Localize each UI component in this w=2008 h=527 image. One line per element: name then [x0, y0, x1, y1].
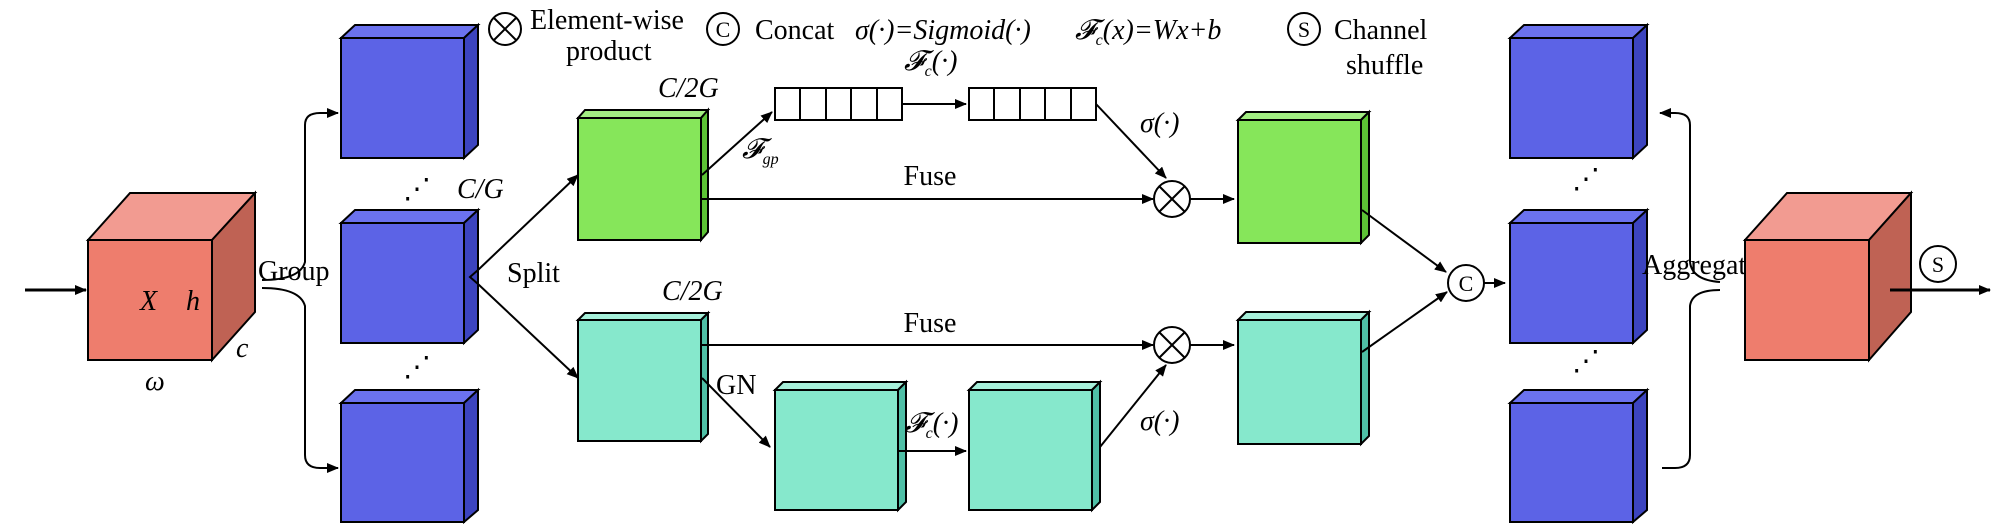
- channel-vector-2: [968, 87, 1097, 121]
- shuffle-legend-label-1: Channel: [1334, 15, 1428, 46]
- output-tensor-cube: [1742, 190, 1914, 363]
- concat-legend-symbol: C: [716, 17, 731, 42]
- channel-vector-1: [774, 87, 903, 121]
- input-w-label: ω: [145, 366, 165, 397]
- split-label: Split: [507, 258, 560, 289]
- fc-def-sub: c: [1096, 32, 1103, 49]
- group-cube-top: [338, 22, 481, 161]
- split-connector: [468, 269, 479, 285]
- split-arrow-bottom: [477, 283, 579, 379]
- gn-teal-cube: [772, 379, 909, 513]
- bottom-product-node: [1153, 326, 1191, 364]
- top-green-cube: [575, 107, 711, 243]
- shuffle-node: S: [1919, 245, 1957, 283]
- concat-legend-label: Concat: [755, 15, 835, 46]
- bottom-sigma-label: σ(·): [1140, 406, 1179, 437]
- fgp-label: 𝓕gp: [742, 134, 779, 168]
- sigmoid-arrow-top: [1095, 103, 1167, 179]
- concat-node: C: [1447, 264, 1485, 302]
- concat-legend-icon: C: [706, 12, 740, 46]
- shuffle-legend-symbol: S: [1298, 17, 1310, 42]
- group-dots-top: ⋰: [403, 174, 431, 205]
- input-c-label: c: [236, 333, 249, 364]
- group-dims-label: C/G: [457, 174, 504, 205]
- bottom-fuse-label: Fuse: [904, 308, 957, 339]
- top-sigma-label: σ(·): [1140, 108, 1179, 139]
- shuffle-legend-icon: S: [1287, 12, 1321, 46]
- aggregate-cube-top: [1507, 22, 1650, 161]
- aggregate-cube-middle: [1507, 207, 1650, 346]
- group-brace: [261, 112, 335, 469]
- bottom-teal-cube: [575, 310, 711, 444]
- bottom-fc-sub: c: [926, 425, 933, 442]
- aggregate-dots-bottom: ⋰: [1572, 346, 1600, 377]
- bottom-output-teal-cube: [1235, 309, 1372, 447]
- input-tensor-cube: X h: [85, 190, 258, 363]
- concat-node-symbol: C: [1459, 271, 1474, 296]
- group-label: Group: [258, 256, 330, 287]
- top-output-green-cube: [1235, 109, 1372, 246]
- legend: Element-wise product C Concat σ(·)=Sigmo…: [488, 5, 1428, 81]
- top-fc-arg: (·): [932, 46, 958, 77]
- bottom-dims-label: C/2G: [662, 276, 723, 307]
- aggregate-brace: [1662, 112, 1721, 469]
- input-h-label: h: [186, 286, 200, 317]
- split-arrow-top: [477, 174, 579, 271]
- teal-to-concat-arrow: [1361, 291, 1448, 353]
- bottom-fc-arg: (·): [933, 408, 959, 439]
- group-dots-bottom: ⋰: [403, 352, 431, 383]
- input-x-label: X: [139, 286, 158, 317]
- gn-arrow: [701, 377, 771, 448]
- product-legend-icon: [488, 12, 522, 46]
- sigmoid-arrow-bottom: [1099, 364, 1167, 448]
- fgp-arrow: [701, 111, 773, 176]
- shuffle-node-symbol: S: [1932, 252, 1944, 277]
- top-product-node: [1153, 180, 1191, 218]
- group-cube-bottom: [338, 387, 481, 525]
- green-to-concat-arrow: [1361, 209, 1447, 273]
- aggregate-cube-bottom: [1507, 387, 1650, 525]
- group-cube-middle: [338, 207, 481, 346]
- top-fc-sub: c: [925, 63, 932, 80]
- top-fc-label: 𝓕c(·): [904, 46, 957, 80]
- bottom-fc-label: 𝓕c(·): [905, 408, 958, 442]
- fc-definition: 𝓕c(x)=Wx+b: [1075, 15, 1221, 49]
- fc-def-rhs: (x)=Wx+b: [1103, 15, 1222, 46]
- sigmoid-definition: σ(·)=Sigmoid(·): [855, 15, 1031, 46]
- gn-label: GN: [716, 370, 756, 401]
- fc-teal-cube: [966, 379, 1103, 513]
- shuffle-legend-label-2: shuffle: [1346, 50, 1423, 81]
- product-legend-label-1: Element-wise: [530, 5, 684, 36]
- fgp-sub: gp: [763, 151, 779, 168]
- top-dims-label: C/2G: [658, 73, 719, 104]
- product-legend-label-2: product: [566, 36, 652, 67]
- aggregate-dots-top: ⋰: [1572, 164, 1600, 195]
- top-fuse-label: Fuse: [904, 161, 957, 192]
- aggregate-label: Aggregate: [1642, 250, 1759, 281]
